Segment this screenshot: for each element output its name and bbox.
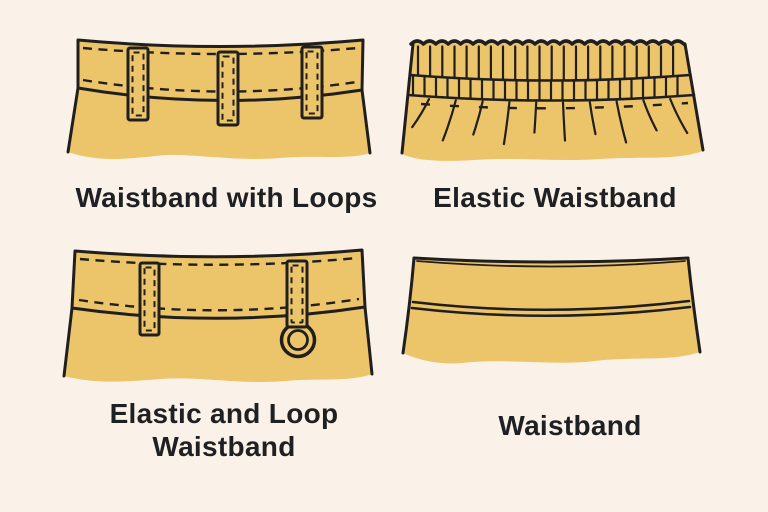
figure-elastic-waistband [395,33,715,173]
figure-waistband [400,250,710,380]
scalloped-edge [409,39,686,46]
caption-waistband: Waistband [498,410,642,441]
figure-elastic-and-loop-waistband [60,243,380,398]
figure-waistband-with-loops [65,33,375,173]
waistband-illustration [401,256,702,364]
caption-elastic-and-loop-waistband: Elastic and Loop Waistband [109,398,339,462]
belt-loops [138,259,309,337]
caption-waistband-with-loops: Waistband with Loops [75,182,378,213]
gather-lines [411,45,689,146]
elastic-and-loop-waistband-illustration [62,248,374,383]
waistband-with-loops-illustration [66,38,372,159]
elastic-waistband-illustration [400,39,705,161]
caption-elastic-waistband: Elastic Waistband [433,182,677,213]
belt-loops [126,45,324,127]
